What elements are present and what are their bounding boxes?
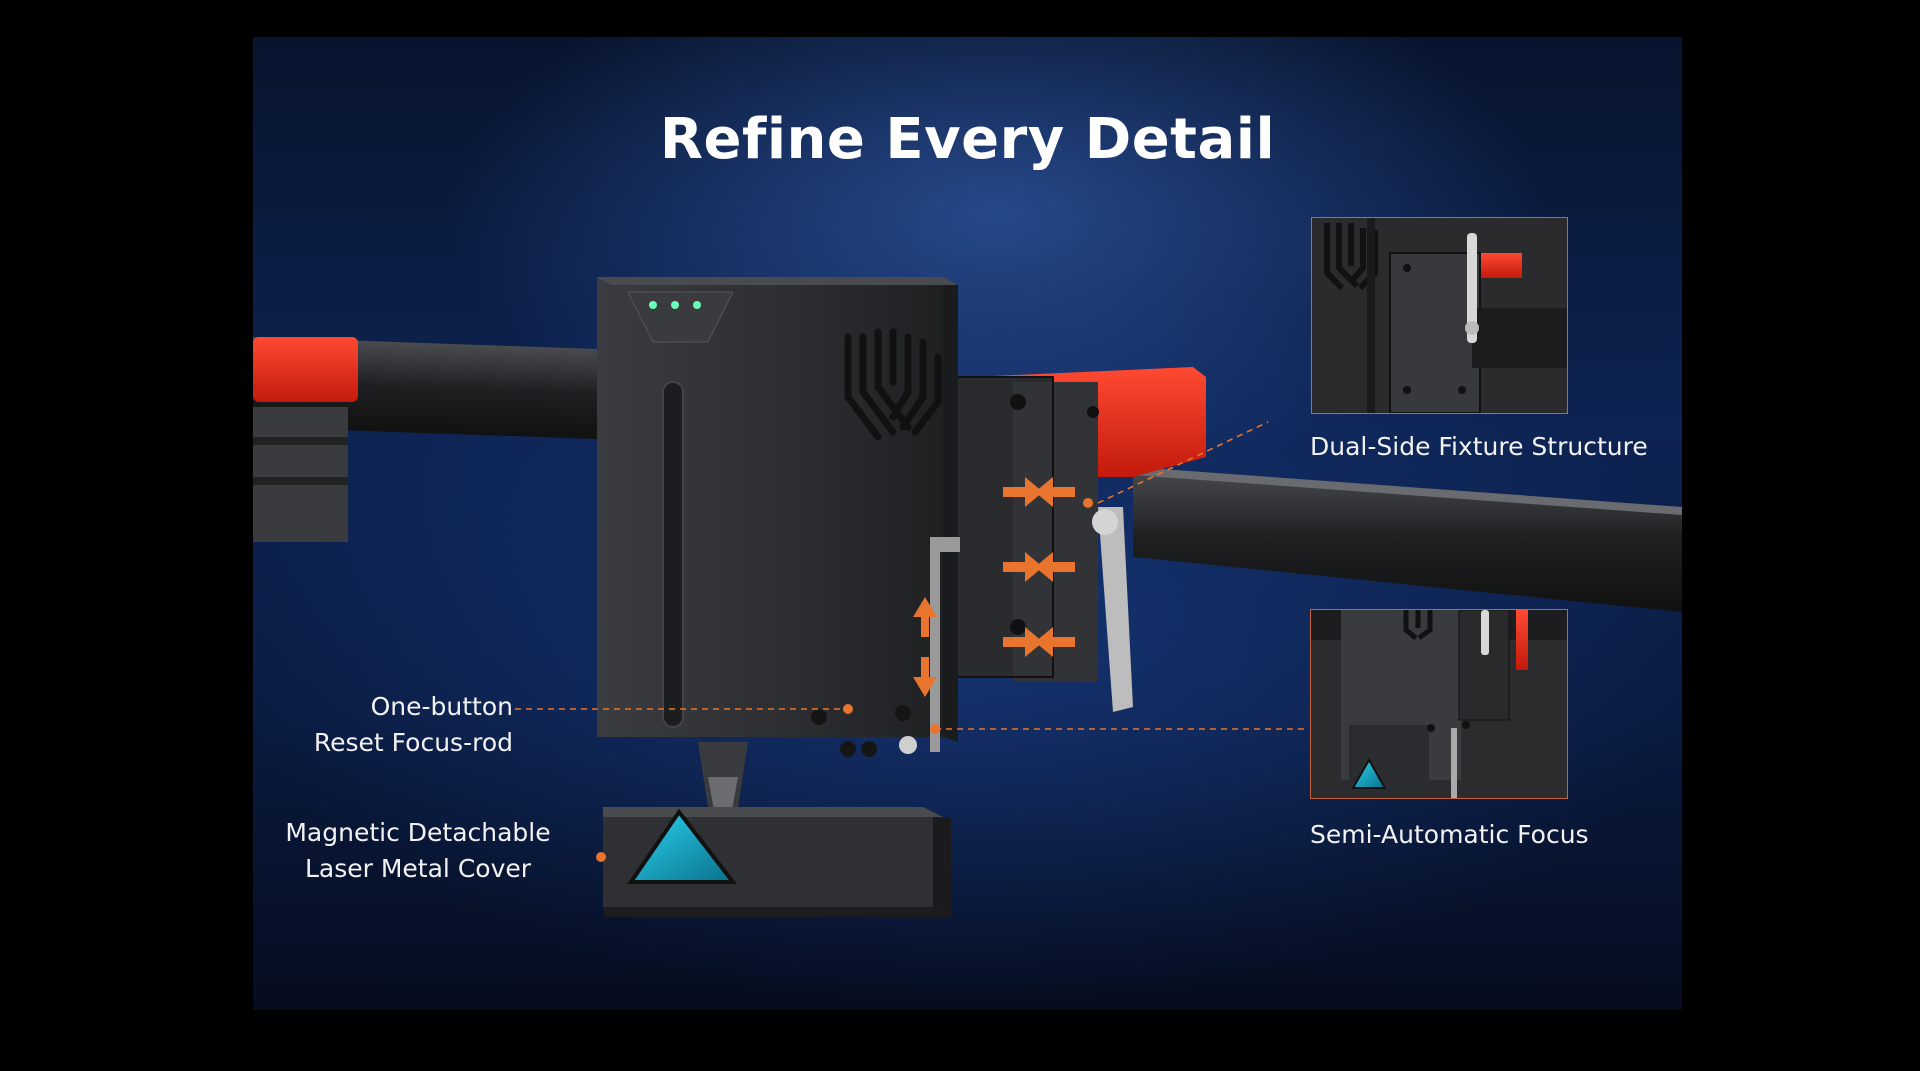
metal-cover — [603, 742, 951, 917]
left-rail — [253, 337, 603, 542]
reset-rod-label: One-button Reset Focus-rod — [293, 689, 513, 761]
laser-module-illustration — [253, 277, 1682, 917]
left-red-carriage — [253, 337, 358, 402]
reset-button — [899, 736, 917, 754]
vent-grille-icon — [844, 328, 942, 441]
callout-dots — [596, 498, 1093, 862]
focus-label: Semi-Automatic Focus — [1310, 820, 1589, 849]
fixture-bracket — [952, 367, 1206, 712]
page-title: Refine Every Detail — [659, 107, 1276, 172]
metal-cover-label-line1: Magnetic Detachable — [285, 818, 551, 847]
laser-module-body — [597, 277, 960, 757]
focus-arrows — [913, 597, 937, 697]
fixture-inset-image — [1311, 217, 1568, 414]
reset-rod-label-line1: One-button — [370, 692, 513, 721]
product-banner: Refine Every Detail — [253, 37, 1682, 1010]
metal-cover-label: Magnetic Detachable Laser Metal Cover — [253, 815, 583, 887]
metal-cover-label-line2: Laser Metal Cover — [304, 854, 532, 883]
reset-rod-label-line2: Reset Focus-rod — [313, 728, 513, 757]
fixture-label: Dual-Side Fixture Structure — [1310, 432, 1648, 461]
right-rail — [1133, 467, 1682, 612]
focus-inset-image — [1310, 609, 1568, 799]
clamp-arrows — [1003, 477, 1075, 657]
